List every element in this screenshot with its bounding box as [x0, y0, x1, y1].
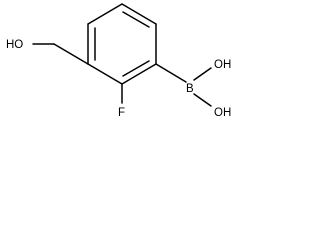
hydroxymethyl-label: HO [6, 39, 23, 51]
ring-bond [87, 3, 123, 25]
aromatic-double-bond [122, 60, 150, 77]
molecule-structure: HO F B OH OH [6, 3, 231, 119]
boron-hydroxyl-top-bond [193, 67, 212, 81]
boron-hydroxyl-top-label: OH [214, 59, 231, 71]
fluorine-label: F [118, 107, 125, 119]
boron-hydroxyl-bottom-label: OH [214, 107, 231, 119]
ring-bond [121, 63, 157, 85]
boron-hydroxyl-bottom-bond [193, 93, 212, 107]
structure-canvas: HO F B OH OH [0, 0, 244, 133]
methylene-bond [53, 43, 89, 65]
boron-label: B [186, 83, 194, 95]
ring-bond [121, 3, 157, 25]
ring-bond [87, 63, 123, 85]
aromatic-double-bond [122, 11, 150, 28]
boron-bond [155, 63, 187, 83]
